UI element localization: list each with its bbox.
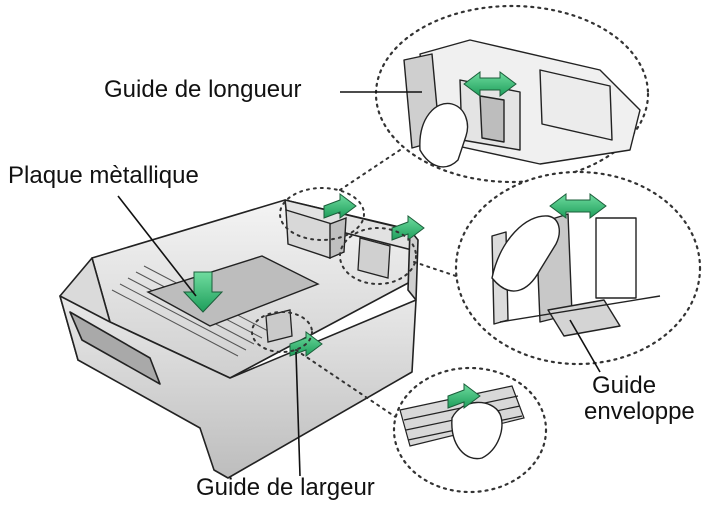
tray-width-guide <box>266 310 292 342</box>
arrow-length-icon <box>324 194 356 218</box>
arrow-envelope-icon <box>392 216 424 240</box>
label-envelope-guide-line2: enveloppe <box>584 399 695 425</box>
label-envelope-guide-line1: Guide <box>584 373 695 399</box>
label-length-guide: Guide de longueur <box>104 77 301 103</box>
label-metal-plate: Plaque mètallique <box>8 163 199 189</box>
label-width-guide: Guide de largeur <box>196 475 375 501</box>
callout-length-guide <box>376 6 648 182</box>
callout-width-guide <box>394 368 546 492</box>
label-envelope-guide: Guide enveloppe <box>584 373 695 426</box>
